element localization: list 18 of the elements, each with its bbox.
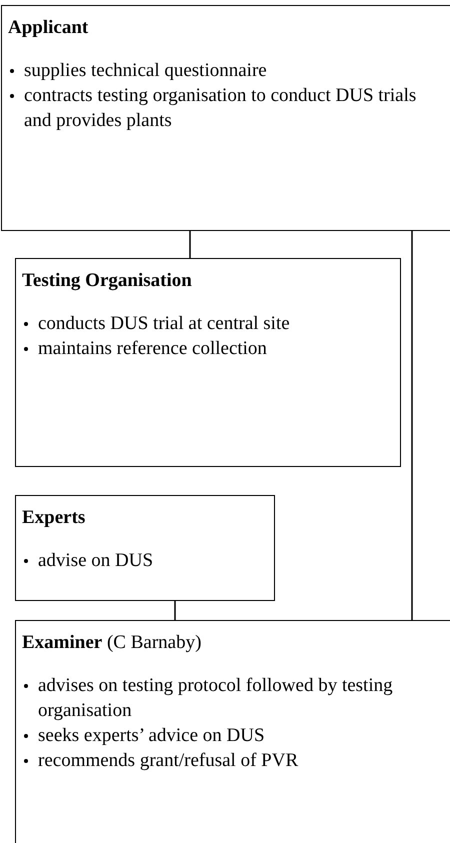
connector-line bbox=[189, 231, 191, 258]
bullet-text: seeks experts’ advice on DUS bbox=[38, 724, 265, 748]
role-box bbox=[15, 495, 275, 601]
box-heading: Examiner (C Barnaby) bbox=[22, 631, 202, 655]
box-heading: Applicant bbox=[8, 16, 88, 40]
connector-line bbox=[411, 231, 413, 620]
bullet-text: supplies technical questionnaire bbox=[24, 59, 267, 83]
box-heading: Experts bbox=[22, 506, 86, 530]
bullet-text: conducts DUS trial at central site bbox=[38, 312, 290, 336]
bullet-text: recommends grant/refusal of PVR bbox=[38, 749, 298, 773]
role-box bbox=[15, 620, 450, 843]
bullet-text: advise on DUS bbox=[38, 549, 154, 573]
connector-line bbox=[174, 601, 176, 620]
bullet-text: contracts testing organisation to conduct DUS trials and provides plants bbox=[24, 84, 418, 133]
box-heading: Testing Organisation bbox=[22, 269, 192, 293]
bullet-text: maintains reference collection bbox=[38, 337, 267, 361]
role-box bbox=[15, 258, 401, 467]
role-box bbox=[1, 5, 450, 231]
